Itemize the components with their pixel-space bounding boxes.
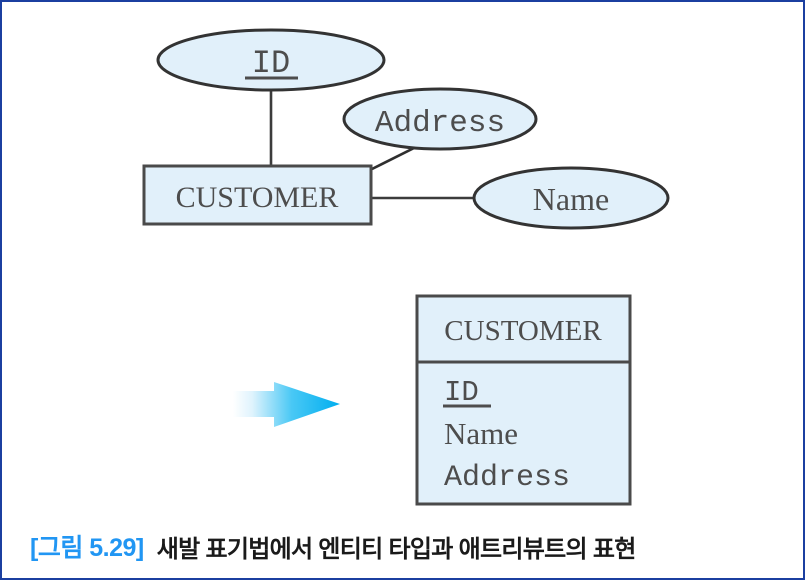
- attribute-ellipse-id-label: ID: [252, 45, 290, 82]
- attribute-ellipse-name-label: Name: [533, 181, 609, 217]
- transform-arrow-shape: [233, 382, 340, 427]
- crow-foot-table-row-name: Name: [444, 416, 518, 451]
- entity-box-customer-shape: [142, 164, 373, 226]
- attribute-ellipse-id-shape: [156, 28, 386, 92]
- attribute-ellipse-name[interactable]: Name: [472, 166, 670, 230]
- crow-foot-table-outline: [415, 294, 632, 506]
- attribute-ellipse-address-label: Address: [375, 106, 505, 141]
- crow-foot-table-customer[interactable]: CUSTOMER ID Name Address: [415, 294, 632, 506]
- figure-caption-tag: [그림 5.29]: [30, 534, 144, 562]
- transform-arrow-icon: [233, 382, 340, 427]
- attribute-ellipse-name-shape: [472, 166, 670, 230]
- attribute-ellipse-id[interactable]: ID: [156, 28, 386, 92]
- attribute-ellipse-address[interactable]: Address: [342, 87, 538, 151]
- attribute-ellipse-address-shape: [342, 87, 538, 151]
- entity-box-customer-label: CUSTOMER: [176, 181, 339, 214]
- crow-foot-table-row-id: ID: [444, 376, 479, 409]
- figure-caption: [그림 5.29] 새발 표기법에서 엔티티 타입과 애트리뷰트의 표현: [2, 524, 803, 568]
- entity-box-customer[interactable]: CUSTOMER: [142, 164, 373, 226]
- figure-caption-text: 새발 표기법에서 엔티티 타입과 애트리뷰트의 표현: [156, 535, 637, 563]
- crow-foot-table-row-address: Address: [444, 461, 570, 495]
- crow-foot-table-header-label: CUSTOMER: [444, 315, 602, 347]
